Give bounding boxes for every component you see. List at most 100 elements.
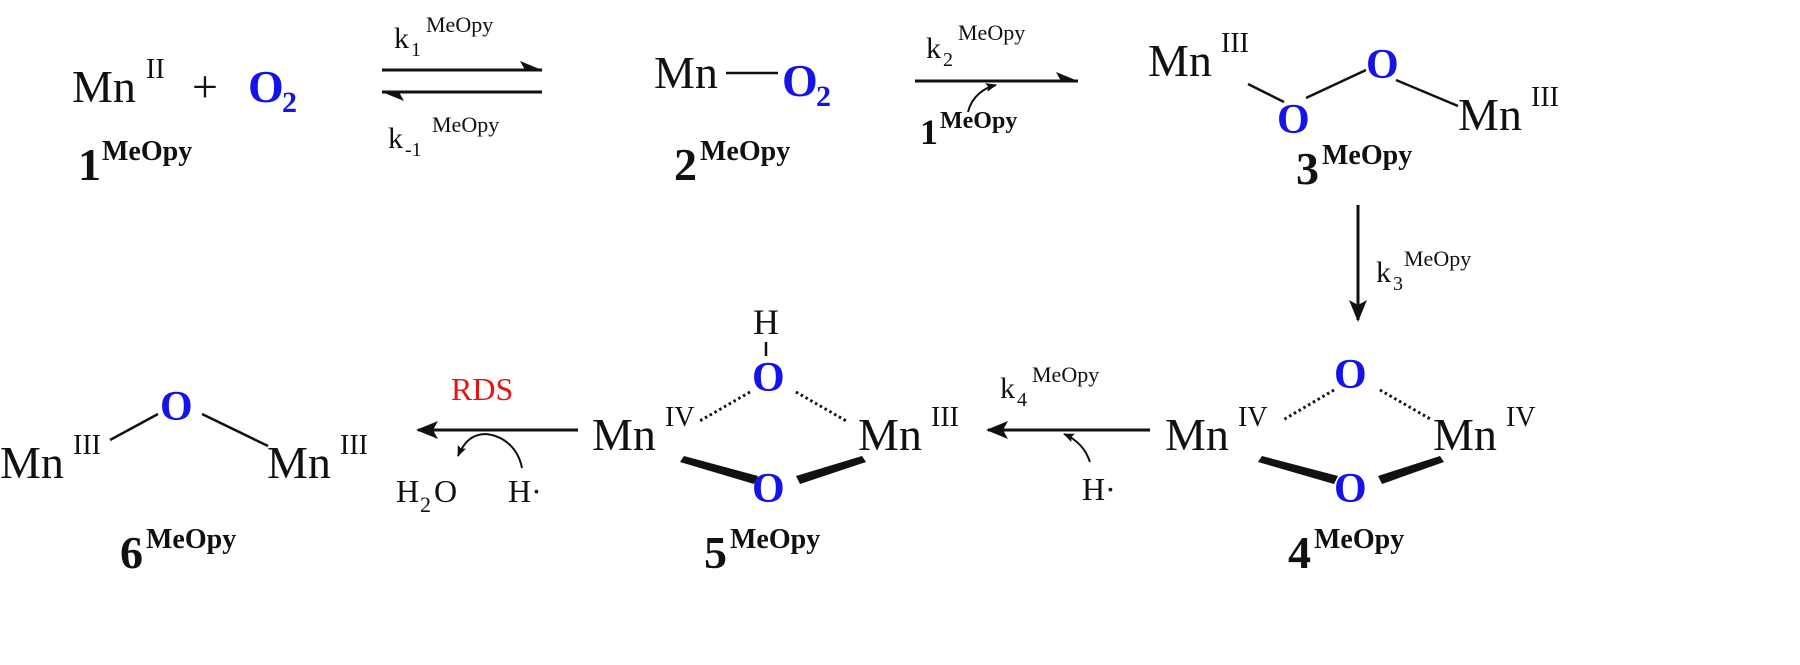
- s3-bond-2: [1305, 68, 1367, 100]
- k4-curved-arrow: [1063, 433, 1091, 463]
- s5-wedge-bond-right: [796, 456, 866, 484]
- k1-sub: 1: [411, 39, 421, 61]
- s1-o2-sub: 2: [282, 86, 297, 119]
- s3-o-b: O: [1366, 42, 1399, 88]
- k4-sup: MeOpy: [1032, 362, 1099, 387]
- k3-arrow: k 3 MeOpy: [1349, 205, 1471, 322]
- s6-number: 6: [120, 527, 143, 578]
- s1-plus: +: [192, 61, 218, 112]
- s2-o2: O: [782, 55, 818, 106]
- rds-arrow-head: [416, 421, 438, 439]
- k3-sub: 3: [1393, 273, 1403, 295]
- s5-hash-bond-left: [697, 390, 751, 424]
- s4-mn-left: Mn: [1165, 409, 1229, 460]
- species-5: H O Mn IV Mn III O 5 MeOpy: [592, 302, 959, 578]
- s6-ox-right: III: [340, 430, 368, 461]
- species-2: Mn O 2 2 MeOpy: [654, 47, 831, 190]
- s5-mn-left: Mn: [592, 409, 656, 460]
- k1-sup: MeOpy: [426, 12, 493, 37]
- s5-hash-bond-right: [795, 390, 849, 424]
- s6-mn-right: Mn: [267, 437, 331, 488]
- s2-o2-sub: 2: [816, 80, 831, 113]
- reverse-arrow-head: [382, 92, 404, 101]
- k2-arrow: k 2 MeOpy 1 MeOpy: [915, 20, 1078, 152]
- s4-hash-bond-right: [1379, 388, 1433, 422]
- k2-arrow-head: [1056, 72, 1078, 81]
- s4-mn-right: Mn: [1433, 409, 1497, 460]
- k3-sup: MeOpy: [1404, 246, 1471, 271]
- s3-ox-left: III: [1221, 28, 1249, 59]
- k4-label: k: [1000, 372, 1015, 405]
- k3-arrow-head: [1349, 300, 1367, 322]
- s3-number: 3: [1296, 143, 1319, 194]
- s1-number: 1: [78, 139, 101, 190]
- species-4: O Mn IV Mn IV O 4 MeOpy: [1165, 352, 1536, 578]
- s2-ligand-tag: MeOpy: [700, 136, 790, 167]
- rds-product-h: H: [396, 473, 419, 509]
- s5-ligand-tag: MeOpy: [730, 524, 820, 555]
- rds-label: RDS: [451, 371, 513, 407]
- s4-hash-bond-left: [1282, 388, 1335, 422]
- s6-ligand-tag: MeOpy: [146, 524, 236, 555]
- species-6: O Mn III Mn III 6 MeOpy: [0, 384, 368, 578]
- s6-ox-left: III: [73, 430, 101, 461]
- k2-curved-arrow: [967, 83, 997, 113]
- s1-ox-state: II: [146, 54, 165, 85]
- s1-ligand-tag: MeOpy: [102, 136, 192, 167]
- s3-mn-left: Mn: [1148, 35, 1212, 86]
- s3-bond-1: [1247, 82, 1285, 104]
- rds-arrow: RDS H 2 O H·: [396, 371, 578, 517]
- s5-mn-right: Mn: [858, 409, 922, 460]
- s1-o2: O: [248, 61, 284, 112]
- s2-mn: Mn: [654, 47, 718, 98]
- species-1: Mn II + O 2 1 MeOpy: [72, 54, 297, 190]
- km1-label: k: [388, 122, 403, 155]
- km1-sup: MeOpy: [432, 112, 499, 137]
- s5-wedge-bond-left: [680, 456, 758, 484]
- k2-reagent-tag: MeOpy: [940, 108, 1017, 134]
- equilibrium-arrows: k 1 MeOpy k -1 MeOpy: [382, 12, 542, 161]
- k4-arrow-head: [986, 421, 1008, 439]
- s6-bond-right: [201, 412, 269, 448]
- rds-product-o: O: [434, 473, 457, 509]
- s6-bond-left: [109, 412, 159, 442]
- s3-o-a: O: [1277, 97, 1310, 143]
- s3-mn-right: Mn: [1458, 89, 1522, 140]
- s4-ox-left: IV: [1238, 402, 1268, 433]
- k2-sup: MeOpy: [958, 20, 1025, 45]
- s6-mn-left: Mn: [0, 437, 64, 488]
- rds-curved-arrow: [457, 432, 523, 469]
- k2-label: k: [926, 32, 941, 65]
- s3-ligand-tag: MeOpy: [1322, 140, 1412, 171]
- s5-o-bottom: O: [752, 466, 785, 512]
- k2-reagent-number: 1: [920, 112, 938, 152]
- s4-o-bottom: O: [1334, 466, 1367, 512]
- forward-arrow-head: [520, 61, 542, 70]
- s4-ox-right: IV: [1506, 402, 1536, 433]
- s3-ox-right: III: [1531, 82, 1559, 113]
- s4-o-top: O: [1334, 352, 1367, 398]
- k4-reagent: H·: [1082, 471, 1116, 507]
- km1-sub: -1: [405, 139, 422, 161]
- s3-bond-3: [1395, 78, 1459, 108]
- species-3: Mn III O O Mn III 3 MeOpy: [1148, 28, 1559, 194]
- s5-ox-right: III: [931, 402, 959, 433]
- rds-product-sub: 2: [420, 492, 431, 517]
- k1-label: k: [394, 22, 409, 55]
- s5-ox-left: IV: [665, 402, 695, 433]
- s6-o: O: [160, 384, 193, 430]
- s2-number: 2: [674, 139, 697, 190]
- s5-number: 5: [704, 527, 727, 578]
- k4-sub: 4: [1017, 389, 1027, 411]
- s4-wedge-bond-right: [1378, 456, 1444, 484]
- k3-label: k: [1376, 256, 1391, 289]
- s4-ligand-tag: MeOpy: [1314, 524, 1404, 555]
- rds-reagent: H·: [508, 473, 542, 509]
- k2-sub: 2: [943, 49, 953, 71]
- s5-o-top: O: [752, 355, 785, 401]
- s5-h: H: [753, 302, 779, 342]
- s4-wedge-bond-left: [1258, 456, 1338, 484]
- s4-number: 4: [1288, 527, 1311, 578]
